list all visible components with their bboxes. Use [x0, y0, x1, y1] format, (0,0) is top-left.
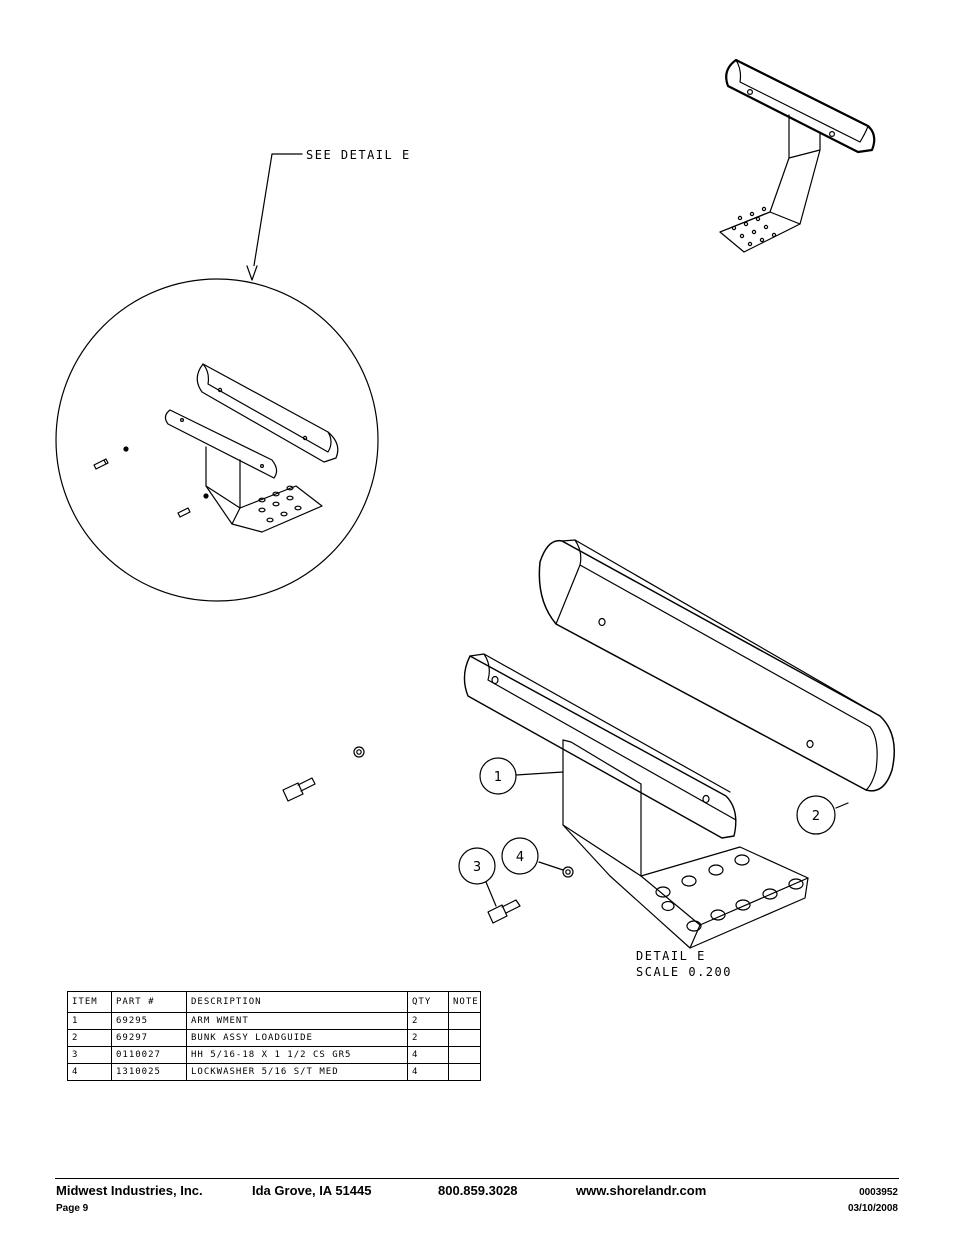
detail-scale: SCALE 0.200 [636, 965, 732, 979]
footer-website: www.shorelandr.com [576, 1183, 707, 1198]
footer-page-number: Page 9 [56, 1203, 89, 1214]
balloon-4-label: 4 [516, 850, 524, 865]
cell-note [448, 1012, 481, 1030]
detail-circle-illustration [93, 363, 339, 533]
header-note: NOTE [448, 991, 481, 1013]
cell-item: 2 [67, 1029, 112, 1047]
detail-e-illustration [463, 539, 895, 949]
footer-doc-number: 0003952 [859, 1187, 898, 1198]
footer-phone: 800.859.3028 [438, 1183, 518, 1198]
cell-qty: 4 [407, 1063, 449, 1081]
cell-description: ARM WMENT [186, 1012, 408, 1030]
balloon-3 [458, 847, 496, 885]
header-qty: QTY [407, 991, 449, 1013]
overview-assembly-illustration [719, 58, 876, 253]
cell-item: 3 [67, 1046, 112, 1064]
footer-city: Ida Grove, IA 51445 [252, 1183, 372, 1198]
balloon-1 [479, 757, 517, 795]
footer-company: Midwest Industries, Inc. [56, 1183, 203, 1198]
table-row: 4 1310025 LOCKWASHER 5/16 S/T MED 4 [67, 1063, 481, 1081]
table-row: 3 0110027 HH 5/16-18 X 1 1/2 CS GR5 4 [67, 1046, 481, 1064]
cell-item: 1 [67, 1012, 112, 1030]
footer-divider [55, 1178, 899, 1179]
balloon-4 [501, 837, 539, 875]
detail-title: DETAIL E [636, 949, 706, 963]
cell-qty: 4 [407, 1046, 449, 1064]
cell-part-number: 0110027 [111, 1046, 187, 1064]
balloon-2 [796, 795, 836, 835]
balloon-3-label: 3 [473, 860, 481, 875]
see-detail-label: SEE DETAIL E [306, 148, 411, 162]
loose-hardware-illustration [282, 746, 365, 802]
balloon-2-label: 2 [812, 809, 820, 824]
cell-description: BUNK ASSY LOADGUIDE [186, 1029, 408, 1047]
balloon-1-label: 1 [494, 770, 502, 785]
table-row: 2 69297 BUNK ASSY LOADGUIDE 2 [67, 1029, 481, 1047]
cell-description: LOCKWASHER 5/16 S/T MED [186, 1063, 408, 1081]
cell-qty: 2 [407, 1029, 449, 1047]
footer-date: 03/10/2008 [847, 1203, 898, 1214]
cell-part-number: 1310025 [111, 1063, 187, 1081]
cell-note [448, 1046, 481, 1064]
parts-list-table: ITEM PART # DESCRIPTION QTY NOTE 1 69295… [67, 991, 481, 1081]
header-part-number: PART # [111, 991, 187, 1013]
cell-note [448, 1029, 481, 1047]
table-row: 1 69295 ARM WMENT 2 [67, 1012, 481, 1030]
cell-part-number: 69297 [111, 1029, 187, 1047]
cell-item: 4 [67, 1063, 112, 1081]
detail-circle [55, 278, 379, 602]
cell-qty: 2 [407, 1012, 449, 1030]
cell-description: HH 5/16-18 X 1 1/2 CS GR5 [186, 1046, 408, 1064]
detail-leader-arrow [246, 265, 258, 281]
cell-note [448, 1063, 481, 1081]
detail-leader-line [251, 153, 303, 279]
cell-part-number: 69295 [111, 1012, 187, 1030]
header-description: DESCRIPTION [186, 991, 408, 1013]
parts-table-header-row: ITEM PART # DESCRIPTION QTY NOTE [67, 991, 481, 1013]
header-item: ITEM [67, 991, 112, 1013]
